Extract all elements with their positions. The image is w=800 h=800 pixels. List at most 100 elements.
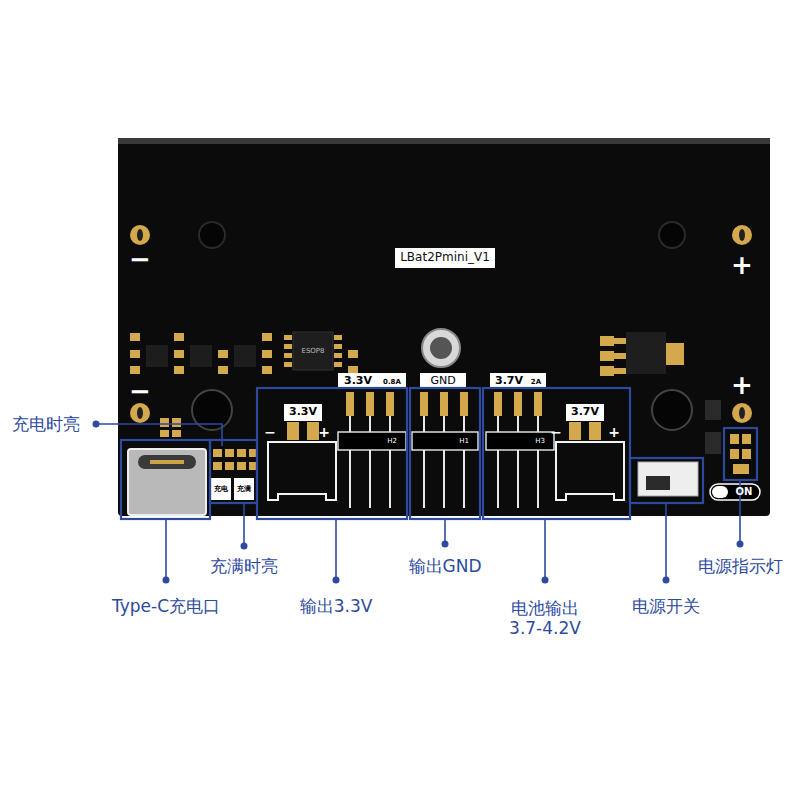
leader-dot bbox=[542, 577, 549, 584]
pad bbox=[130, 350, 140, 358]
pad bbox=[174, 350, 184, 358]
leader-line bbox=[665, 503, 667, 580]
connector-outline bbox=[556, 442, 624, 500]
callout-box bbox=[210, 440, 257, 503]
pad bbox=[348, 350, 358, 358]
mount-hole bbox=[199, 222, 225, 248]
version-label-bg bbox=[395, 248, 495, 268]
header-body bbox=[338, 432, 406, 450]
switch-marking: ON bbox=[736, 486, 753, 498]
pad bbox=[174, 333, 184, 341]
callout-label: Type-C充电口 bbox=[112, 597, 220, 617]
pin bbox=[463, 416, 465, 432]
pin bbox=[284, 344, 292, 349]
header-name: H3 bbox=[535, 437, 545, 445]
pin bbox=[389, 450, 391, 508]
pin bbox=[497, 416, 499, 432]
polarity-mark: + bbox=[608, 424, 620, 440]
pin bbox=[517, 416, 519, 432]
pin bbox=[284, 335, 292, 340]
callout-box bbox=[483, 388, 630, 519]
pad bbox=[600, 366, 614, 376]
usb-c-opening bbox=[138, 455, 196, 469]
diode bbox=[705, 400, 721, 420]
header-pads bbox=[346, 392, 542, 416]
leader-dot bbox=[737, 541, 744, 548]
led-marking: 充电 bbox=[214, 485, 228, 493]
callout-label: 电源开关 bbox=[632, 597, 700, 617]
callout-box bbox=[257, 388, 407, 519]
pad bbox=[249, 462, 256, 470]
pad bbox=[225, 462, 234, 470]
pin bbox=[334, 353, 342, 358]
gold-pad bbox=[732, 225, 752, 245]
pad bbox=[225, 449, 234, 457]
callout-label: 充满时亮 bbox=[210, 557, 278, 577]
label-bg bbox=[234, 478, 254, 500]
mount-hole bbox=[652, 390, 692, 430]
pad bbox=[130, 333, 140, 341]
callout-label: 电源指示灯 bbox=[698, 557, 783, 577]
leader-line bbox=[96, 424, 222, 446]
pad bbox=[262, 366, 272, 374]
pad bbox=[733, 464, 749, 474]
gold-pad bbox=[130, 225, 150, 245]
pin bbox=[443, 416, 445, 432]
header-name: H1 bbox=[459, 437, 469, 445]
pad bbox=[600, 351, 614, 361]
pad bbox=[420, 392, 428, 416]
pin bbox=[389, 416, 391, 432]
header-label: 0.8A bbox=[383, 378, 401, 386]
charge-led-pads bbox=[213, 449, 256, 470]
connector-label: 3.3V bbox=[289, 406, 317, 419]
pad bbox=[440, 392, 448, 416]
diodes bbox=[705, 400, 721, 454]
polarity-mark: − bbox=[129, 245, 151, 275]
on-oval bbox=[710, 484, 760, 500]
label-bg bbox=[338, 373, 406, 389]
pad bbox=[218, 366, 228, 374]
callout-box bbox=[724, 428, 757, 480]
gold-pad bbox=[732, 403, 752, 423]
callout-label: 输出3.3V bbox=[300, 597, 373, 617]
pin-headers bbox=[338, 392, 554, 508]
pin bbox=[463, 450, 465, 508]
header-name: H2 bbox=[387, 437, 397, 445]
label-bg bbox=[211, 478, 231, 500]
pad bbox=[534, 392, 542, 416]
pin bbox=[334, 335, 342, 340]
pad bbox=[742, 449, 751, 459]
chip-marking: ESOP8 bbox=[301, 347, 324, 355]
leader-lines bbox=[96, 424, 740, 580]
pad bbox=[262, 350, 272, 358]
pad bbox=[386, 392, 394, 416]
pad bbox=[218, 350, 228, 358]
leader-dot bbox=[442, 541, 449, 548]
pad bbox=[213, 462, 222, 470]
callout-box bbox=[121, 440, 210, 519]
button-cap bbox=[430, 337, 452, 359]
pad bbox=[160, 430, 169, 437]
leader-line bbox=[243, 503, 245, 546]
header-label: 2A bbox=[531, 378, 541, 386]
pad bbox=[589, 422, 601, 440]
polarity-mark: − bbox=[550, 424, 562, 440]
diode bbox=[705, 432, 721, 454]
leader-dot bbox=[663, 577, 670, 584]
callout-box bbox=[410, 388, 480, 519]
pad bbox=[172, 430, 181, 437]
pad bbox=[174, 366, 184, 374]
pad bbox=[614, 338, 626, 344]
regulator-pads bbox=[600, 336, 626, 376]
leader-dots bbox=[93, 421, 744, 584]
polarity-mark: − bbox=[129, 377, 151, 407]
callout-boxes bbox=[121, 388, 757, 519]
pin bbox=[369, 450, 371, 508]
chip-pads bbox=[130, 333, 358, 437]
pad bbox=[346, 392, 354, 416]
leader-line bbox=[165, 519, 167, 580]
callout-box bbox=[630, 458, 703, 503]
pad bbox=[348, 366, 358, 374]
pad bbox=[514, 392, 522, 416]
